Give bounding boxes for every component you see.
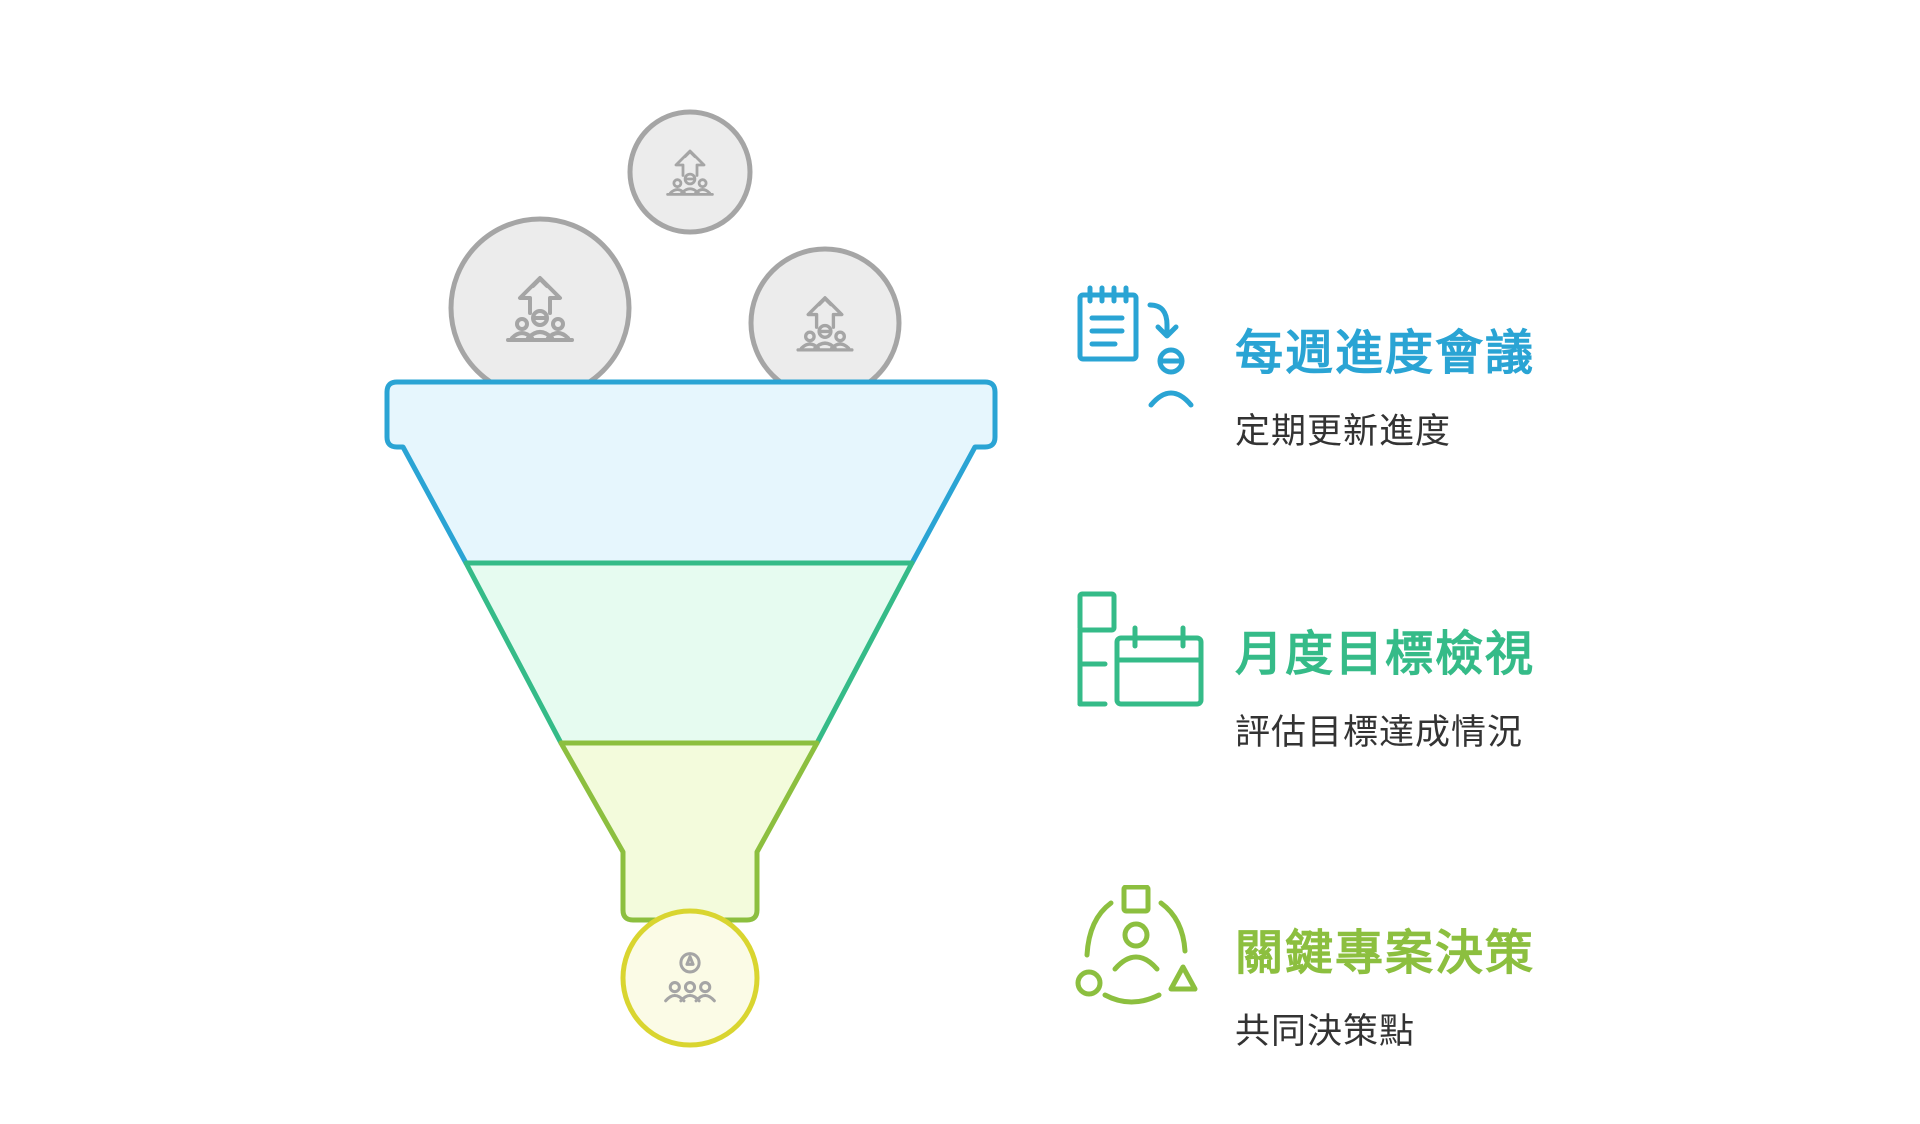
funnel-layer-top xyxy=(384,379,998,566)
shapes-person-icon xyxy=(1075,885,1198,1005)
item-description: 定期更新進度 xyxy=(1235,412,1452,452)
item-description: 評估目標達成情況 xyxy=(1235,713,1524,753)
item-monthly-review: 月度目標檢視 評估目標達成情況 xyxy=(1075,586,1775,786)
item-description: 共同決策點 xyxy=(1235,1012,1416,1052)
input-circle-center xyxy=(627,109,753,235)
funnel-layer-bottom xyxy=(558,740,820,923)
output-circle xyxy=(620,908,760,1048)
input-circle-right xyxy=(748,246,902,400)
item-title: 每週進度會議 xyxy=(1235,325,1536,381)
item-title: 月度目標檢視 xyxy=(1235,626,1536,682)
input-circle-left xyxy=(448,216,632,400)
calendar-blocks-icon xyxy=(1077,591,1204,707)
item-title: 關鍵專案決策 xyxy=(1235,925,1536,981)
item-key-decision: 關鍵專案決策 共同決策點 xyxy=(1075,885,1775,1085)
checklist-person-icon xyxy=(1077,285,1194,408)
funnel-layer-middle xyxy=(463,560,915,746)
item-weekly-meeting: 每週進度會議 定期更新進度 xyxy=(1075,285,1775,485)
